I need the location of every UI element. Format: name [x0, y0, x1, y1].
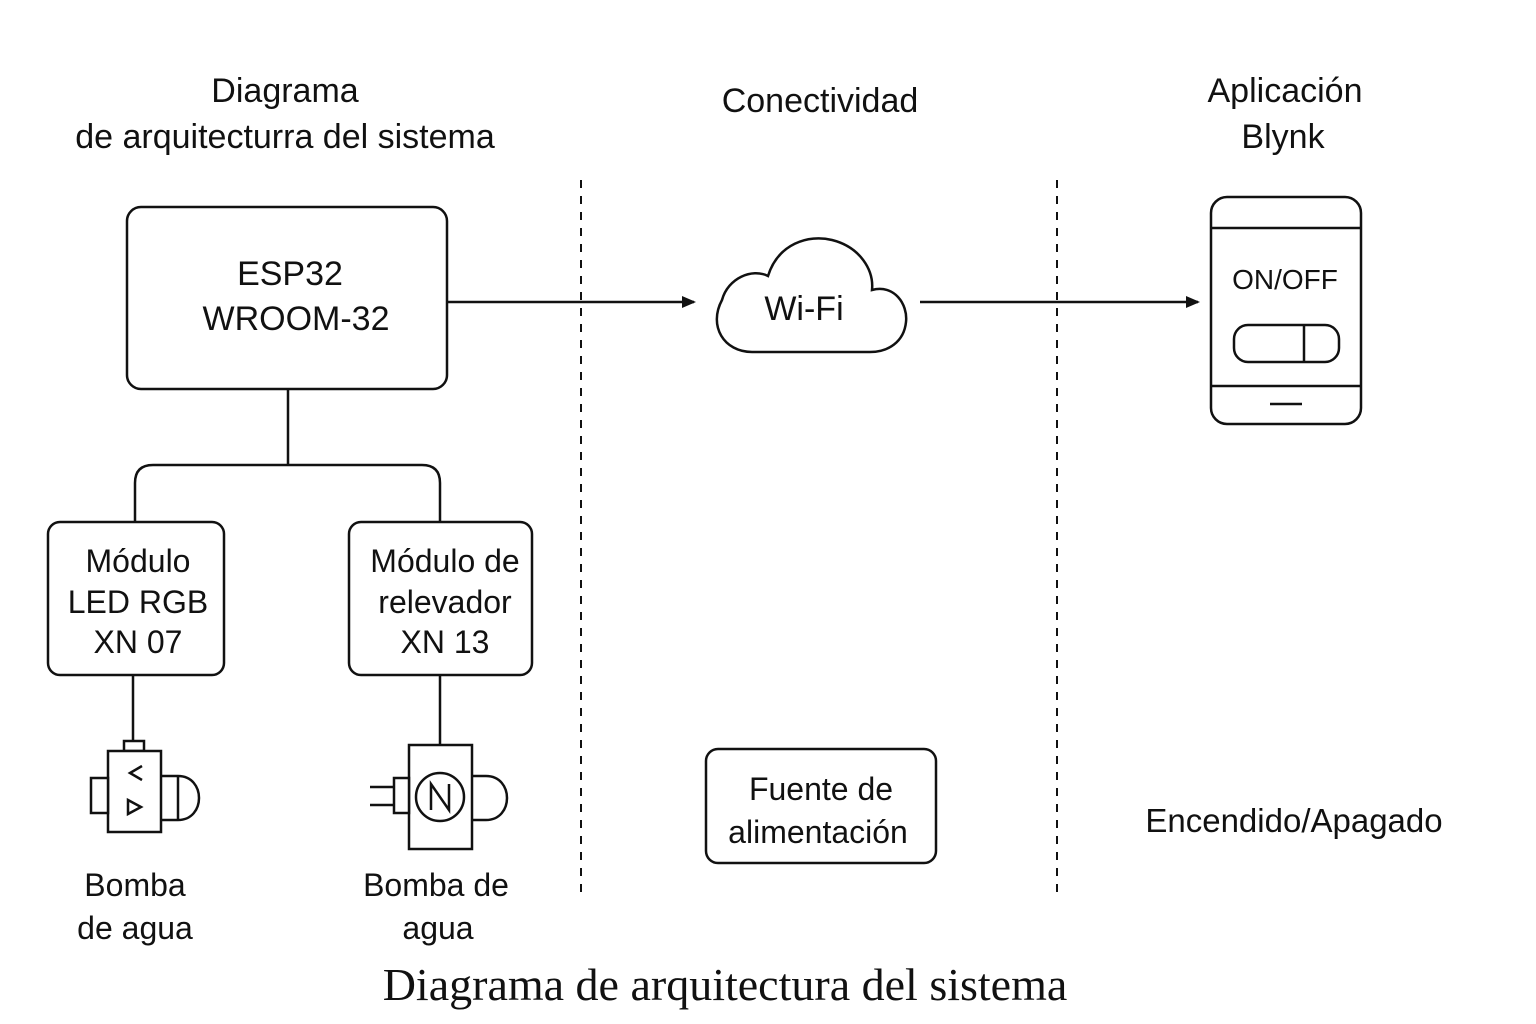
relay-module-line3: XN 13	[401, 624, 490, 660]
status-on-off-text: Encendido/Apagado	[1145, 802, 1442, 839]
water-pump-icon-left	[89, 739, 201, 834]
power-line2: alimentación	[728, 814, 908, 850]
led-module-line1: Módulo	[86, 543, 191, 579]
led-module-line3: XN 07	[94, 624, 183, 660]
pump-left-line2: de agua	[77, 910, 193, 946]
header-right-line2: Blynk	[1241, 118, 1325, 156]
relay-module-line1: Módulo de	[370, 543, 519, 579]
header-left-line2: de arquitecturra del sistema	[75, 118, 495, 156]
led-rgb-module-box: Módulo LED RGB XN 07	[46, 520, 226, 677]
wifi-cloud-icon: Wi-Fi	[715, 237, 908, 354]
relay-module-box: Módulo de relevador XN 13	[347, 520, 534, 677]
esp32-module-connector	[133, 389, 442, 522]
toggle-switch[interactable]	[1232, 323, 1341, 364]
led-module-line2: LED RGB	[68, 584, 208, 620]
water-pump-icon-right	[370, 743, 509, 851]
header-center: Conectividad	[722, 82, 919, 120]
phone-on-off-label: ON/OFF	[1232, 264, 1338, 295]
power-supply-box: Fuente de alimentación	[704, 747, 938, 865]
pump-left-line1: Bomba	[84, 867, 186, 903]
pump-right-line1: Bomba de	[363, 867, 509, 903]
wifi-label: Wi-Fi	[764, 290, 843, 328]
esp32-label-line1: ESP32	[237, 255, 343, 293]
pump-right-line2: agua	[402, 910, 473, 946]
power-line1: Fuente de	[749, 771, 893, 807]
phone-icon: ON/OFF	[1209, 195, 1363, 426]
diagram-caption: Diagrama de arquitectura del sistema	[383, 959, 1068, 1010]
header-left-line1: Diagrama	[211, 72, 358, 110]
esp32-box: ESP32 WROOM-32	[125, 205, 449, 391]
esp32-label-line2: WROOM-32	[203, 300, 390, 338]
header-right-line1: Aplicación	[1208, 72, 1363, 110]
relay-module-line2: relevador	[378, 584, 512, 620]
